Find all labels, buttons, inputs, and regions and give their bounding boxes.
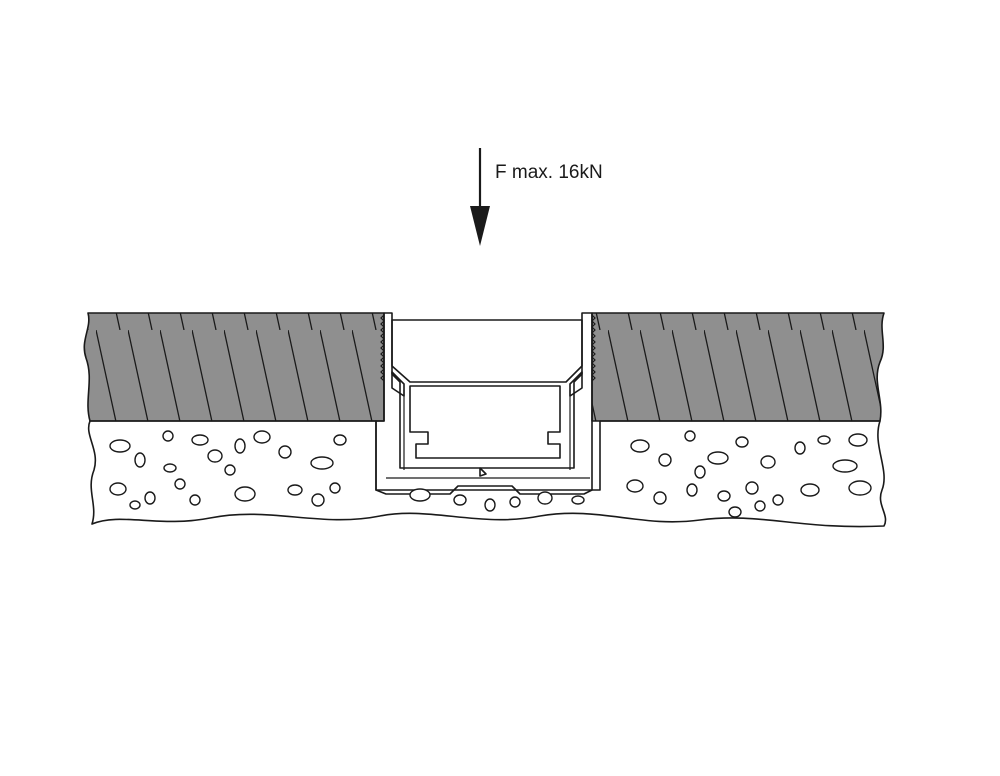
aggregate-stone-icon [253,430,271,444]
load-indicator: F max. 16kN [470,148,603,246]
aggregate-stone-icon [278,445,292,459]
concrete-base [87,420,887,528]
paving-surface-left [83,312,385,422]
aggregate-stone-icon [191,434,209,446]
aggregate-stone-icon [234,438,246,454]
aggregate-stone-icon [630,439,650,453]
aggregate-stone-icon [832,459,858,473]
aggregate-stone-icon [626,479,644,493]
aggregate-stone-icon [760,455,776,469]
aggregate-stone-icon [134,452,146,468]
aggregate-stone-icon [817,435,831,445]
aggregate-stone-icon [794,441,806,455]
aggregate-stone-icon [745,481,759,495]
aggregate-stone-icon [234,486,256,502]
thread-right [591,314,596,382]
aggregate-stone-icon [509,496,521,508]
aggregate-stone-icon [848,433,868,447]
aggregate-stone-icon [848,480,872,496]
aggregate-stone-icon [537,491,553,505]
aggregate-stone-icon [707,451,729,465]
aggregate-stone-icon [129,500,141,510]
aggregate-stone-icon [684,430,696,442]
aggregate-stone-icon [162,430,174,442]
aggregate-stone-icon [207,449,223,463]
aggregate-stone-icon [717,490,731,502]
aggregate-stone-icon [694,465,706,479]
aggregate-stone-icon [754,500,766,512]
aggregate-stone-icon [686,483,698,497]
aggregate-stone-icon [174,478,186,490]
aggregate-stone-icon [163,463,177,473]
aggregate-stone-icon [310,456,334,470]
aggregate-stone-icon [329,482,341,494]
aggregate-stone-icon [772,494,784,506]
load-label: F max. 16kN [495,162,603,183]
aggregate-stone-icon [311,493,325,507]
aggregate-stone-icon [224,464,236,476]
aggregate-stone-icon [109,439,131,453]
aggregate-stone-icon [287,484,303,496]
channel-profile [375,312,596,495]
load-arrow-icon [470,206,490,246]
thread-left [380,314,385,382]
aggregate-stones [109,430,872,518]
aggregate-stone-icon [109,482,127,496]
paving-surface-right [591,312,885,422]
aggregate-stone-icon [800,483,820,497]
aggregate-stone-icon [189,494,201,506]
aggregate-stone-icon [735,436,749,448]
aggregate-stone-icon [144,491,156,505]
aggregate-stone-icon [728,506,742,518]
aggregate-stone-icon [453,494,467,506]
aggregate-stone-icon [333,434,347,446]
aggregate-stone-icon [571,495,585,505]
aggregate-stone-icon [658,453,672,467]
aggregate-stone-icon [409,488,431,502]
aggregate-stone-icon [484,498,496,512]
aggregate-stone-icon [653,491,667,505]
